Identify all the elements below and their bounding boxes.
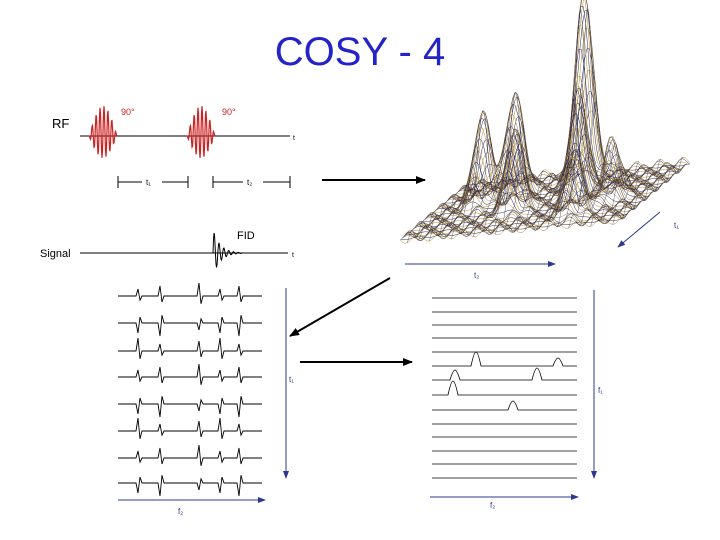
fid-row-trace: [118, 444, 262, 466]
spectrum-2d: f₁ f₂: [430, 290, 603, 510]
surface-mesh-line: [458, 127, 529, 234]
slide-title: COSY - 4: [274, 30, 446, 74]
surface-mesh-line: [539, 96, 610, 229]
pulse-sequence: RF 90° 90° t t₁ t₂ Signal FID t: [40, 106, 295, 268]
surface-mesh-line: [561, 150, 632, 226]
surface-mesh-line: [465, 92, 536, 236]
stacked-fids: t₁ f₂: [118, 282, 294, 516]
pulse-2-angle: 90°: [222, 107, 236, 117]
spectrum-traces: [432, 297, 577, 479]
surface-mesh-line: [546, 152, 617, 230]
spectrum-trace: [432, 380, 577, 396]
surface-mesh-line: [612, 156, 683, 225]
surface-t1-label: t₁: [674, 221, 679, 230]
arrow-to-stacked-fids: [289, 277, 391, 337]
fid-row-trace: [118, 337, 262, 359]
surface-mesh-line: [597, 164, 669, 223]
surface-mesh-line: [509, 103, 581, 233]
surface-mesh-line: [407, 176, 478, 243]
surface-mesh-line: [524, 8, 595, 231]
spectrum-trace: [432, 367, 577, 381]
spectrum-trace: [432, 351, 577, 367]
spectrum-f2-label: f₂: [490, 501, 495, 510]
surface-mesh-line: [451, 137, 522, 240]
rf-time-axis-label: t: [293, 135, 295, 142]
surface-mesh-line: [422, 181, 493, 238]
surface-mesh-line: [399, 181, 471, 241]
pulse-1-angle: 90°: [121, 107, 135, 117]
surface-mesh-line: [480, 155, 551, 233]
surface-mesh-line: [467, 70, 689, 185]
stacked-fid-traces: [118, 282, 262, 497]
surface-mesh-line: [605, 164, 676, 222]
surface-mesh-line: [495, 150, 566, 235]
surface-t2-label: t₂: [474, 271, 479, 280]
stack-t1-label: t₁: [289, 375, 294, 384]
rf-label: RF: [52, 116, 69, 131]
surface-mesh-line: [487, 128, 559, 235]
t2-interval-label: t₂: [247, 178, 252, 187]
signal-label: Signal: [40, 248, 71, 260]
fid-row-trace: [118, 475, 262, 497]
surface-mesh-line: [517, 9, 588, 232]
fid-row-trace: [118, 363, 262, 385]
surface-mesh-line: [414, 180, 485, 241]
fid-trace: [208, 232, 244, 268]
surface-mesh-line: [502, 167, 573, 232]
surface-mesh-line: [575, 144, 646, 226]
stack-f2-label: f₂: [178, 507, 183, 516]
surface-mesh-line: [443, 110, 515, 237]
rf-pulse-2: [186, 106, 216, 158]
surface-mesh-line: [531, 98, 603, 231]
surface-t1-axis: [617, 211, 661, 248]
surface-mesh-line: [583, 142, 654, 223]
surface-mesh-line: [568, 161, 639, 229]
fid-row-trace: [118, 417, 262, 439]
signal-time-axis-label: t: [292, 252, 294, 259]
surface-mesh-line: [590, 158, 661, 227]
rf-pulse-1: [88, 106, 118, 158]
spectrum-f1-label: f₁: [598, 386, 603, 395]
surface-mesh-line: [473, 120, 544, 237]
fid-row-trace: [118, 282, 262, 304]
fid-row-trace: [118, 315, 262, 337]
spectrum-trace: [432, 400, 577, 411]
fid-row-trace: [118, 396, 262, 418]
surface-mesh-line: [429, 173, 500, 242]
surface-mesh-line: [436, 144, 507, 237]
surface-mesh: [399, 0, 691, 244]
surface-mesh-line: [619, 163, 691, 220]
fid-label: FID: [237, 230, 255, 242]
t1-interval-label: t₁: [146, 178, 151, 187]
surface-mesh-line: [409, 181, 631, 237]
surface-plot: t₂ t₁: [399, 0, 691, 280]
